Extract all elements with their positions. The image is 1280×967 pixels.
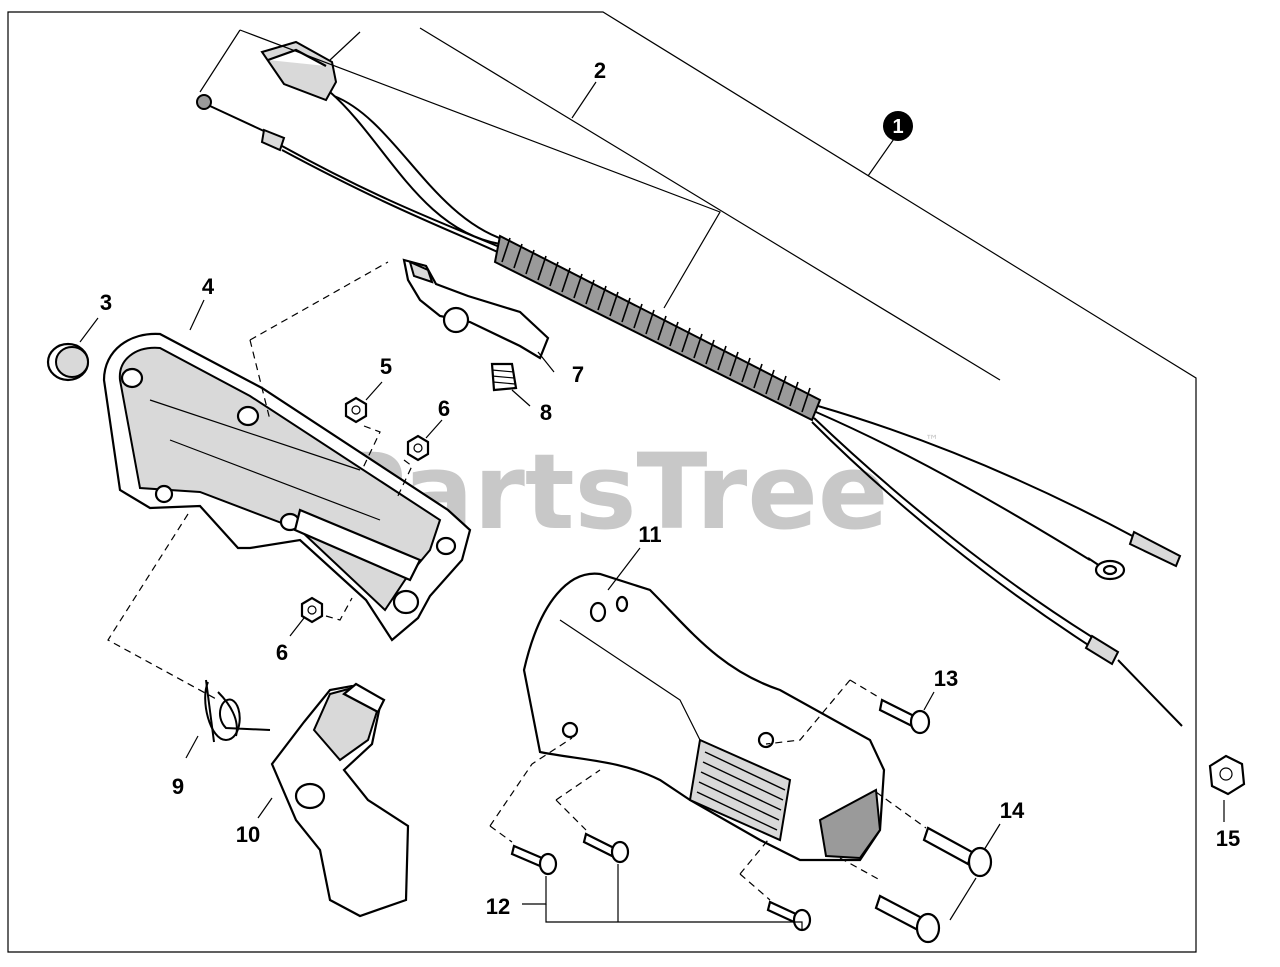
callout-7: 7 [572, 362, 584, 387]
callout-3: 3 [100, 290, 112, 315]
part-nut-6-upper [406, 434, 430, 462]
assembly-dashed-lines [107, 261, 927, 901]
callout-13: 13 [934, 666, 958, 691]
callout-10: 10 [236, 822, 260, 847]
diagram-frame [7, 11, 1197, 953]
callout-6-lower: 6 [276, 640, 288, 665]
part-screw-12b [582, 832, 630, 864]
part-handle-half-right [522, 572, 886, 862]
part-screw-14a [922, 826, 993, 878]
part-trigger [270, 682, 410, 918]
part-screw-12c [766, 900, 812, 932]
part-spring-8 [490, 362, 518, 392]
callout-5: 5 [380, 354, 392, 379]
part-nut-5 [344, 396, 368, 424]
callout-2: 2 [594, 58, 606, 83]
callout-4: 4 [202, 274, 215, 299]
callout-9: 9 [172, 774, 184, 799]
callout-11: 11 [638, 522, 661, 547]
callout-8: 8 [540, 400, 552, 425]
part-handle-half-left [102, 332, 472, 642]
part-torsion-spring [204, 679, 271, 743]
svg-text:1: 1 [892, 116, 903, 138]
part-screw-14b [874, 894, 941, 944]
spring-coils [501, 237, 811, 413]
leader-lines [79, 27, 1225, 930]
callout-15: 15 [1216, 826, 1240, 851]
callout-14: 14 [1000, 798, 1025, 823]
callout-1: 1 [883, 111, 913, 141]
part-cap [46, 342, 90, 382]
part-screw-13 [878, 698, 931, 735]
part-throttle-lever [402, 258, 550, 360]
callout-12: 12 [486, 894, 510, 919]
part-screw-12a [510, 844, 558, 876]
part-nut-6-lower [300, 596, 324, 624]
part-throttle-cable [196, 40, 1183, 727]
part-nut-15 [1208, 754, 1246, 796]
callout-6-upper: 6 [438, 396, 450, 421]
